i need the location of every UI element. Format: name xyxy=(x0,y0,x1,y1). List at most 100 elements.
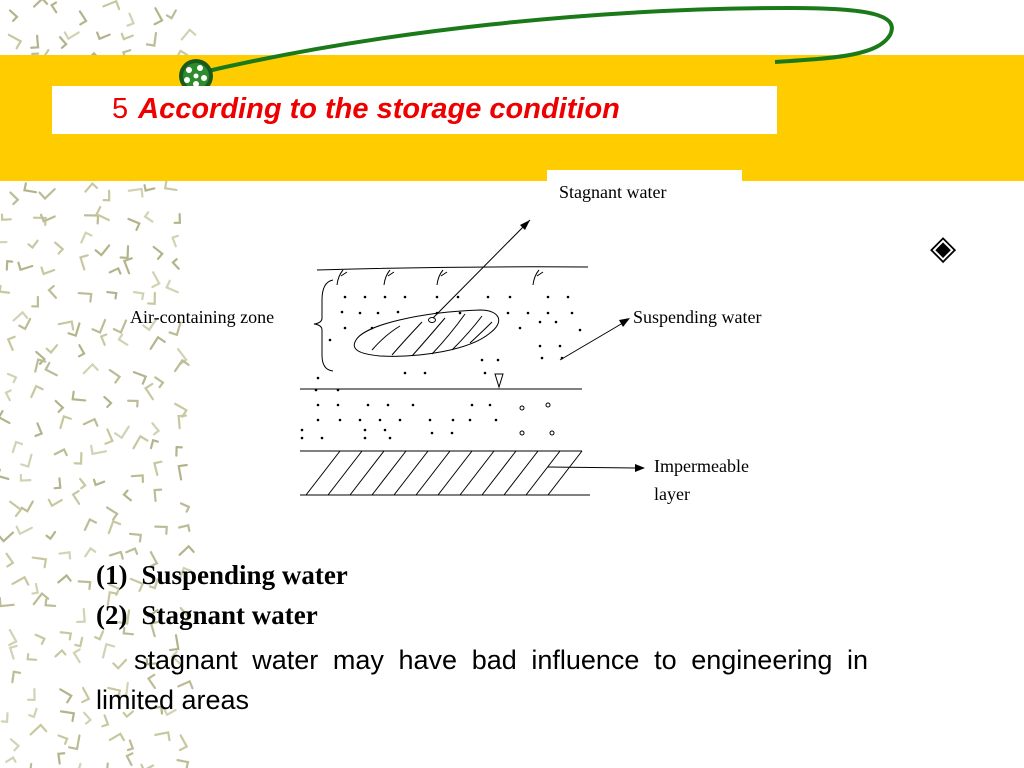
pattern-glyph xyxy=(6,372,18,384)
pattern-glyph xyxy=(170,650,182,665)
suspending-water-label: Suspending water xyxy=(633,307,762,327)
particle-dot xyxy=(450,431,454,435)
pattern-glyph xyxy=(112,658,128,670)
pattern-glyph xyxy=(148,551,159,568)
pattern-glyph xyxy=(81,686,91,704)
particle-dot xyxy=(316,418,320,422)
pattern-glyph xyxy=(11,440,24,454)
pattern-glyph xyxy=(8,644,18,660)
particle-dot xyxy=(430,431,434,435)
pattern-glyph xyxy=(54,399,65,414)
list-item-2: (2)Stagnant water xyxy=(96,600,318,630)
pattern-glyph xyxy=(45,530,57,541)
pattern-glyph xyxy=(57,752,66,765)
pattern-glyph xyxy=(31,582,40,595)
water-table-marker-icon xyxy=(494,373,504,389)
hatch-line xyxy=(525,450,561,496)
pattern-glyph xyxy=(63,31,80,41)
particle-dot xyxy=(458,311,462,315)
pattern-glyph xyxy=(177,524,191,532)
soil-particles xyxy=(300,295,582,440)
particle-dot xyxy=(486,295,490,299)
pattern-glyph xyxy=(101,642,116,659)
pattern-glyph xyxy=(31,295,40,308)
particle-dot xyxy=(560,356,564,360)
pattern-glyph xyxy=(175,445,183,457)
particle-dot xyxy=(506,311,510,315)
particle-dot xyxy=(570,311,574,315)
pattern-glyph xyxy=(149,620,160,638)
pattern-glyph xyxy=(145,31,158,47)
pattern-glyph xyxy=(108,550,124,560)
particle-dot xyxy=(540,356,544,360)
pattern-glyph xyxy=(84,181,99,193)
particle-dot xyxy=(316,376,320,380)
grass-mark xyxy=(532,269,544,286)
pattern-glyph xyxy=(29,723,48,736)
pattern-glyph xyxy=(15,525,33,536)
pattern-glyph xyxy=(6,335,16,352)
particle-dot xyxy=(480,358,484,362)
pattern-glyph xyxy=(77,291,93,303)
pattern-glyph xyxy=(11,670,22,684)
pattern-glyph xyxy=(34,422,44,438)
stagnant-water-label: Stagnant water xyxy=(559,182,667,202)
pattern-glyph xyxy=(0,597,15,608)
particle-dot xyxy=(363,428,367,432)
pattern-glyph xyxy=(8,9,19,23)
particle-dot xyxy=(396,310,400,314)
particle-ring xyxy=(545,402,551,408)
pattern-glyph xyxy=(79,254,89,271)
pattern-glyph xyxy=(173,213,182,224)
pattern-glyph xyxy=(71,390,87,402)
particle-dot xyxy=(538,320,542,324)
pattern-glyph xyxy=(84,546,97,558)
pattern-glyph xyxy=(67,322,81,338)
pattern-glyph xyxy=(126,739,135,752)
title-arc xyxy=(179,5,894,93)
particle-dot xyxy=(398,418,402,422)
pattern-glyph xyxy=(73,451,83,465)
pattern-glyph xyxy=(177,463,188,481)
particle-dot xyxy=(578,328,582,332)
particle-dot xyxy=(343,326,347,330)
pattern-glyph xyxy=(146,673,157,690)
pattern-glyph xyxy=(34,358,47,373)
pattern-glyph xyxy=(54,241,65,255)
grass-mark xyxy=(336,269,348,286)
pattern-glyph xyxy=(122,626,134,636)
particle-dot xyxy=(340,310,344,314)
pattern-glyph xyxy=(17,261,34,272)
pattern-glyph xyxy=(59,415,72,430)
pattern-glyph xyxy=(78,477,87,490)
pattern-glyph xyxy=(147,291,156,305)
pattern-glyph xyxy=(9,500,23,518)
pattern-glyph xyxy=(78,762,82,768)
hatch-line xyxy=(547,450,583,496)
pattern-glyph xyxy=(59,688,73,704)
pattern-glyph xyxy=(132,291,145,301)
particle-dot xyxy=(383,428,387,432)
particle-dot xyxy=(546,295,550,299)
green-arc xyxy=(194,5,894,76)
pattern-glyph xyxy=(53,447,68,457)
diamond-bullet-icon: ◈ xyxy=(930,228,957,268)
pattern-glyph xyxy=(117,333,129,346)
pattern-glyph xyxy=(83,517,97,531)
particle-dot xyxy=(336,388,340,392)
hatch-line xyxy=(327,450,363,496)
pattern-glyph xyxy=(19,473,32,482)
impermeable-label-line1: Impermeable xyxy=(654,456,749,476)
pattern-glyph xyxy=(120,32,134,41)
grass-mark xyxy=(383,269,395,286)
particle-dot xyxy=(494,418,498,422)
pattern-glyph xyxy=(168,634,180,652)
ground-surface-line xyxy=(316,266,589,271)
pattern-glyph xyxy=(0,213,12,221)
pattern-glyph xyxy=(72,648,81,664)
pattern-glyph xyxy=(53,477,62,490)
perched-lens xyxy=(353,309,500,357)
pattern-glyph xyxy=(31,556,48,569)
pattern-glyph xyxy=(0,240,8,244)
